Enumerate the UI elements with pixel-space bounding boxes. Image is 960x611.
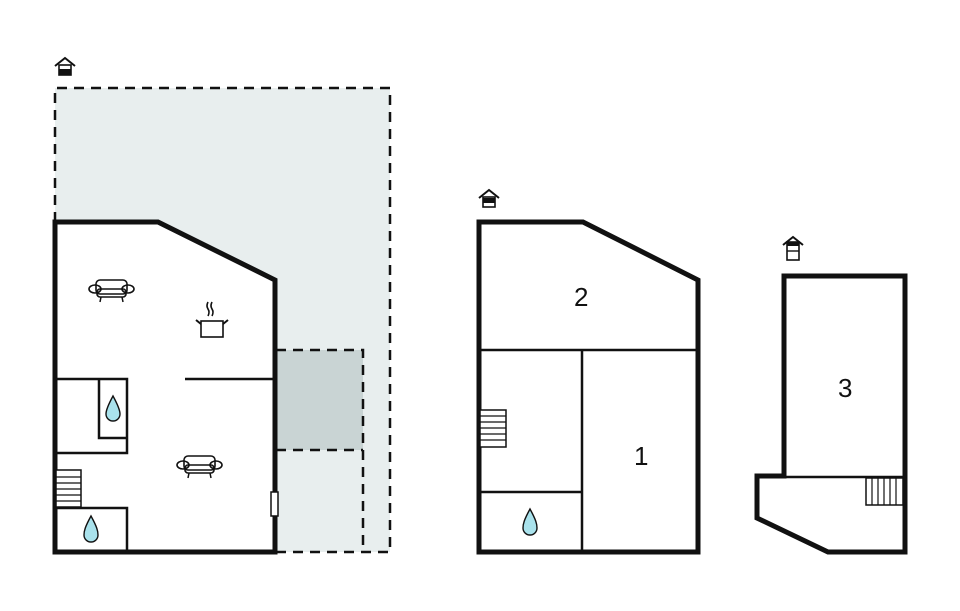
water-drop-icon (105, 394, 121, 422)
bathroom-wall (55, 506, 129, 552)
room-label-1: 1 (634, 441, 648, 471)
house-arrow-icon (478, 188, 500, 208)
sofa-icon (176, 455, 223, 479)
door-icon (270, 491, 279, 517)
exterior-wall (754, 273, 908, 555)
sofa-icon (88, 279, 135, 303)
exterior-wall (52, 219, 278, 555)
exterior-wall (476, 219, 701, 555)
covered-terrace-area (276, 350, 363, 450)
first-floor: 2 1 (476, 188, 701, 555)
ground-floor (52, 56, 392, 555)
water-drop-icon (522, 507, 538, 536)
shower-wall (97, 379, 127, 440)
covered-terrace-outline (276, 348, 365, 552)
house-footprint (55, 222, 275, 552)
stairs-icon (55, 469, 82, 508)
second-floor: 3 (754, 235, 908, 555)
stairs-icon (479, 409, 507, 448)
stairs-icon (865, 477, 904, 506)
cooking-pot-icon (195, 301, 229, 338)
water-drop-icon (83, 514, 99, 543)
room-label-3: 3 (838, 373, 852, 403)
terrace-outline (53, 86, 392, 554)
interior-wall (55, 377, 129, 455)
house-arrow-icon (782, 235, 804, 261)
room-label-2: 2 (574, 282, 588, 312)
house-arrow-icon (54, 56, 76, 76)
